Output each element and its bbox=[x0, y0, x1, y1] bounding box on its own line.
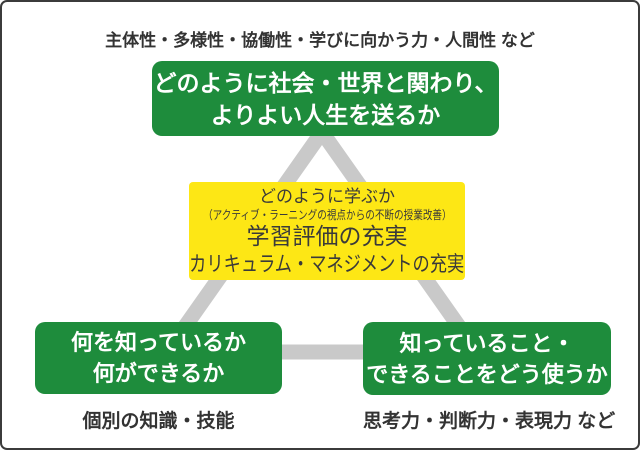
bottom-left-box-line2: 何ができるか bbox=[92, 361, 225, 386]
top-green-box: どのように社会・世界と関わり、 よりよい人生を送るか bbox=[152, 61, 499, 136]
center-box-line4: カリキュラム・マネジメントの充実 bbox=[189, 251, 465, 276]
bottom-right-box-line1: 知っていること・ bbox=[399, 330, 575, 356]
competencies-label-top: 主体性・多様性・協働性・学びに向かう力・人間性 など bbox=[105, 31, 535, 50]
bottom-right-box-line2: できることをどう使うか bbox=[366, 361, 608, 387]
knowledge-skills-label: 個別の知識・技能 bbox=[82, 411, 235, 432]
center-yellow-box: どのように学ぶか （アクティブ・ラーニングの視点からの不断の授業改善） 学習評価… bbox=[189, 182, 465, 280]
center-box-line2: （アクティブ・ラーニングの視点からの不断の授業改善） bbox=[202, 207, 452, 222]
thinking-judgment-expression-label: 思考力・判断力・表現力 など bbox=[363, 411, 616, 432]
bottom-left-box-line1: 何を知っているか bbox=[71, 330, 246, 355]
center-box-line3: 学習評価の充実 bbox=[246, 223, 408, 249]
bottom-right-green-box: 知っていること・ できることをどう使うか bbox=[363, 322, 611, 395]
center-box-line1: どのように学ぶか bbox=[259, 186, 395, 206]
bottom-left-green-box: 何を知っているか 何ができるか bbox=[35, 322, 282, 394]
top-green-box-line2: よりよい人生を送るか bbox=[210, 101, 441, 128]
top-green-box-line1: どのように社会・世界と関わり、 bbox=[153, 69, 498, 96]
